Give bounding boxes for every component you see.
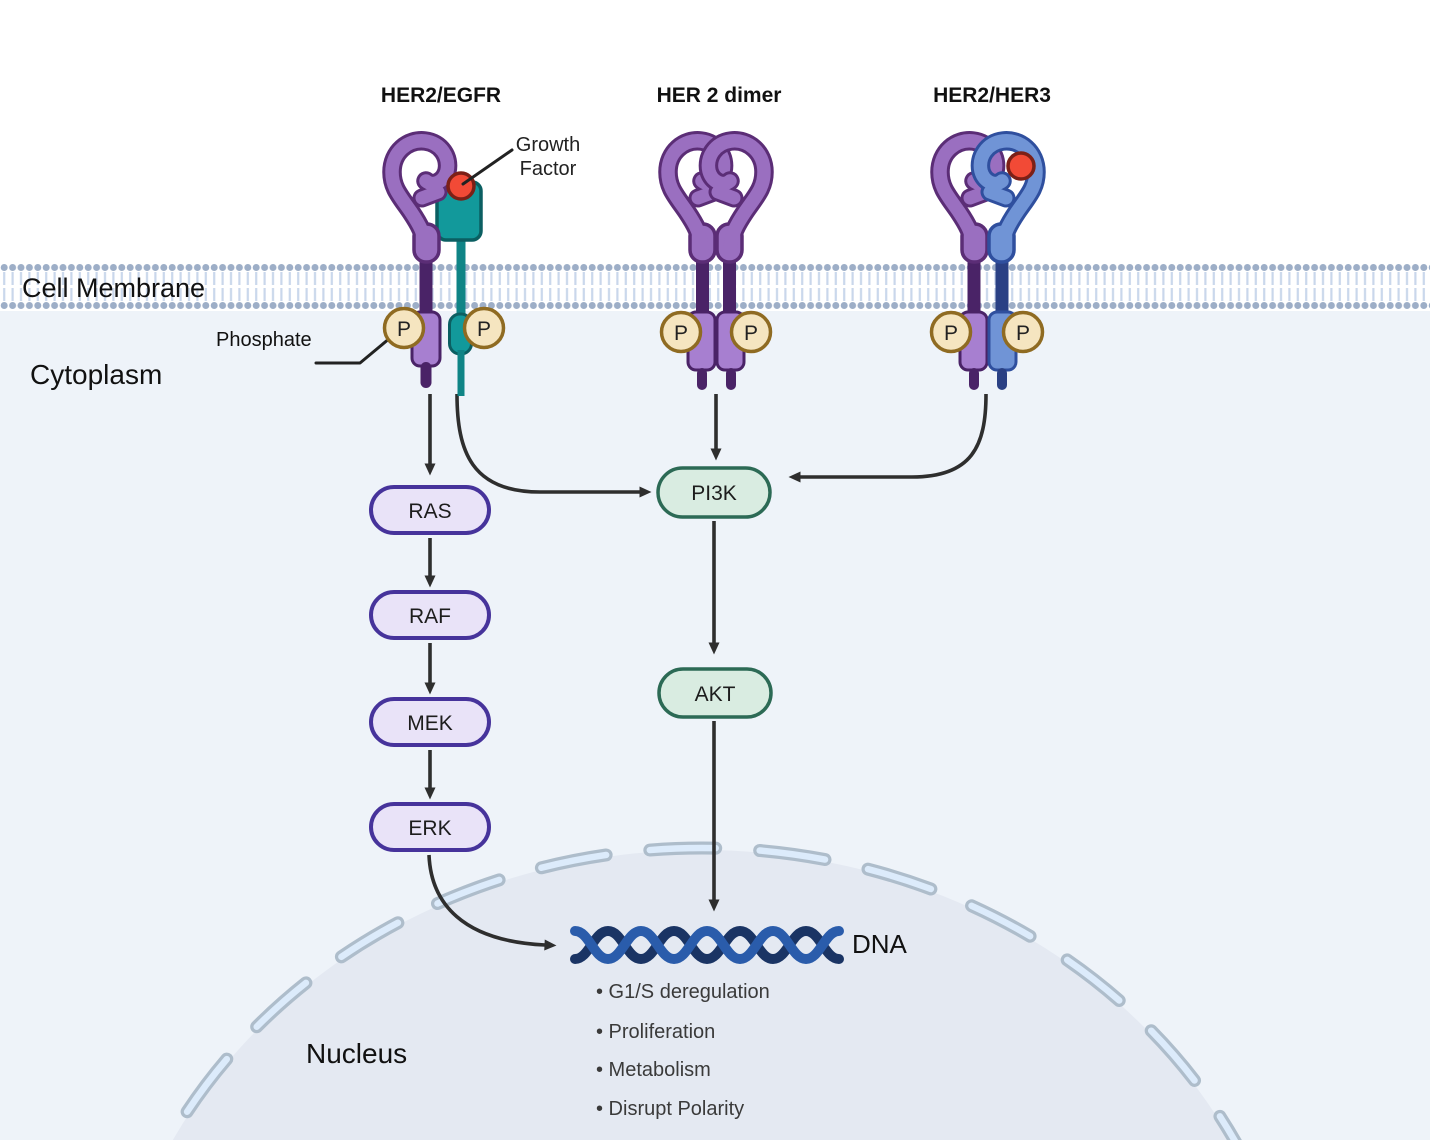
phosphate-pointer-line	[314, 336, 392, 365]
her2-tail	[420, 362, 432, 388]
dna-strand-dark	[570, 925, 844, 965]
phosphate-label: Phosphate	[216, 329, 312, 351]
effect-item-metabolism: • Metabolism	[596, 1059, 711, 1081]
pi3k-label: PI3K	[691, 482, 737, 505]
nucleus-body	[173, 850, 1231, 1140]
mek-node	[369, 697, 491, 747]
her2-egfr-receptor: P P	[382, 140, 514, 396]
her2-her3-receptor: P P	[929, 140, 1045, 390]
effect-item-polarity: • Disrupt Polarity	[596, 1098, 744, 1120]
growth-factor-label-line2: Factor	[520, 158, 577, 180]
nucleus-shape	[162, 841, 1242, 1140]
akt-node	[657, 667, 773, 719]
erk-label: ERK	[408, 817, 451, 840]
mapk-cascade: RAS RAF MEK ERK	[369, 485, 491, 852]
phosphate-letter: P	[1016, 322, 1030, 345]
growth-factor-ligand	[1006, 151, 1036, 181]
dna-helix	[570, 925, 844, 965]
receptor1-title: HER2/EGFR	[381, 84, 501, 107]
raf-label: RAF	[409, 605, 451, 628]
phosphate-badge	[929, 310, 973, 354]
her2-tm-stem	[696, 248, 709, 314]
arrow-erk-to-dna	[427, 854, 557, 951]
erk-node	[369, 802, 491, 852]
phosphate-badge	[462, 306, 506, 350]
effect-item-g1s: • G1/S deregulation	[596, 981, 770, 1003]
effect-item-proliferation: • Proliferation	[596, 1021, 715, 1043]
mek-label: MEK	[407, 712, 453, 735]
arrow-her2her3-to-pi3k	[788, 393, 988, 483]
nucleus-label: Nucleus	[306, 1038, 407, 1069]
receptor2-title: HER 2 dimer	[657, 84, 782, 107]
ras-node	[369, 485, 491, 535]
phosphate-letter: P	[744, 322, 758, 345]
dna-strand-light	[570, 925, 844, 965]
signal-arrows	[424, 393, 988, 951]
phosphate-badge	[1001, 310, 1045, 354]
lipid-bilayer	[0, 262, 1430, 311]
phosphate-letter: P	[944, 322, 958, 345]
receptor3-title: HER2/HER3	[933, 84, 1051, 107]
cell-membrane-label: Cell Membrane	[22, 273, 205, 303]
growth-factor-label-line1: Growth	[516, 134, 580, 156]
her2-tm-stem	[723, 248, 736, 314]
phosphate-letter: P	[674, 322, 688, 345]
pi3k-node	[656, 466, 772, 519]
cytoplasm-label: Cytoplasm	[30, 359, 162, 390]
her2-tm-stem	[967, 248, 981, 314]
her2-tail	[697, 368, 707, 390]
egfr-tail	[457, 350, 465, 396]
cell-membrane-band	[0, 262, 1430, 311]
her3-tail	[997, 368, 1007, 390]
pi3k-akt-axis: PI3K AKT	[656, 466, 773, 719]
her2-tm-stem	[419, 248, 433, 316]
her2-tail	[969, 368, 979, 390]
her2-tail	[726, 368, 736, 390]
growth-factor-pointer-line	[461, 148, 514, 186]
phosphate-badge	[729, 310, 773, 354]
ras-label: RAS	[408, 500, 451, 523]
egfr-tm-stem	[456, 236, 466, 318]
her2-dimer-receptor: P P	[659, 140, 773, 390]
arrow-her2egfr-to-pi3k	[455, 393, 652, 498]
raf-node	[369, 590, 491, 640]
phosphate-badge	[382, 306, 426, 350]
her3-tm-stem	[995, 248, 1009, 314]
nuclear-envelope-inner	[166, 844, 1238, 1140]
phosphate-badge	[659, 310, 703, 354]
phosphate-letter: P	[397, 318, 411, 341]
dna-label: DNA	[852, 929, 908, 959]
akt-label: AKT	[695, 683, 736, 706]
growth-factor-ligand	[446, 171, 476, 201]
phosphate-letter: P	[477, 318, 491, 341]
